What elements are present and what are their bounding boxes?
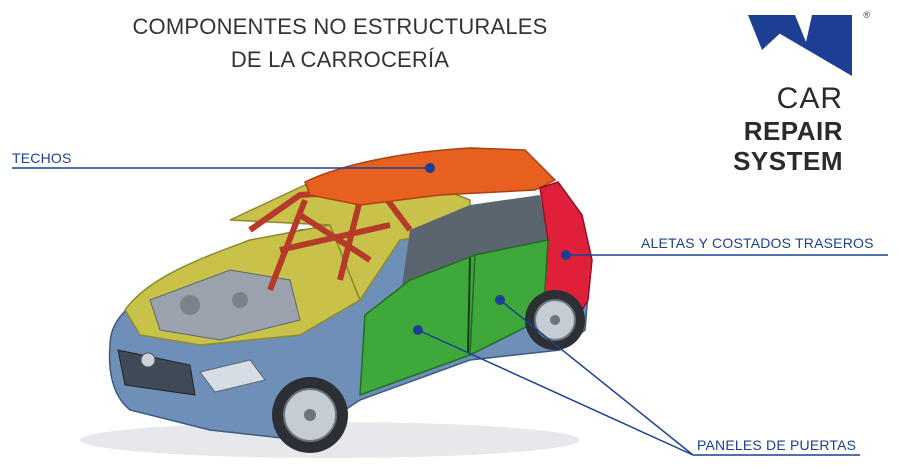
leader-line-paneles-rear bbox=[499, 299, 694, 456]
label-techos: TECHOS bbox=[12, 150, 72, 166]
brand-badge-icon bbox=[140, 352, 156, 368]
engine-detail bbox=[180, 295, 200, 315]
leader-dot-paneles-front bbox=[413, 325, 423, 335]
car-repair-system-logo: ® CAR REPAIR SYSTEM bbox=[733, 10, 890, 190]
rear-wheel bbox=[525, 290, 585, 350]
engine-block bbox=[149, 269, 301, 341]
car-interior bbox=[400, 195, 548, 300]
logo-line-repair: REPAIR bbox=[743, 116, 843, 146]
logo-emblem-icon bbox=[748, 15, 852, 76]
leader-line-paneles-front bbox=[417, 329, 694, 456]
front-grille bbox=[117, 349, 196, 396]
front-wheel bbox=[272, 377, 348, 453]
registered-mark: ® bbox=[863, 10, 870, 20]
title-line-2: DE LA CARROCERÍA bbox=[230, 47, 450, 72]
door-seam bbox=[467, 257, 471, 353]
leader-dots bbox=[413, 163, 571, 335]
label-aletas: ALETAS Y COSTADOS TRASEROS bbox=[641, 235, 874, 251]
leader-dot-paneles-rear bbox=[495, 295, 505, 305]
engine-detail bbox=[232, 292, 248, 308]
leader-lines bbox=[12, 167, 888, 456]
title-line-1: COMPONENTES NO ESTRUCTURALES bbox=[132, 14, 548, 39]
leader-dot-aletas bbox=[561, 250, 571, 260]
roll-cage bbox=[248, 186, 413, 292]
logo-line-system: SYSTEM bbox=[733, 146, 843, 176]
label-paneles: PANELES DE PUERTAS bbox=[697, 437, 857, 453]
leader-dot-techos bbox=[425, 163, 435, 173]
roof-panel bbox=[304, 147, 557, 206]
logo-line-car: CAR bbox=[776, 82, 843, 115]
headlight bbox=[199, 359, 266, 393]
diagram-title: COMPONENTES NO ESTRUCTURALES DE LA CARRO… bbox=[100, 10, 580, 76]
